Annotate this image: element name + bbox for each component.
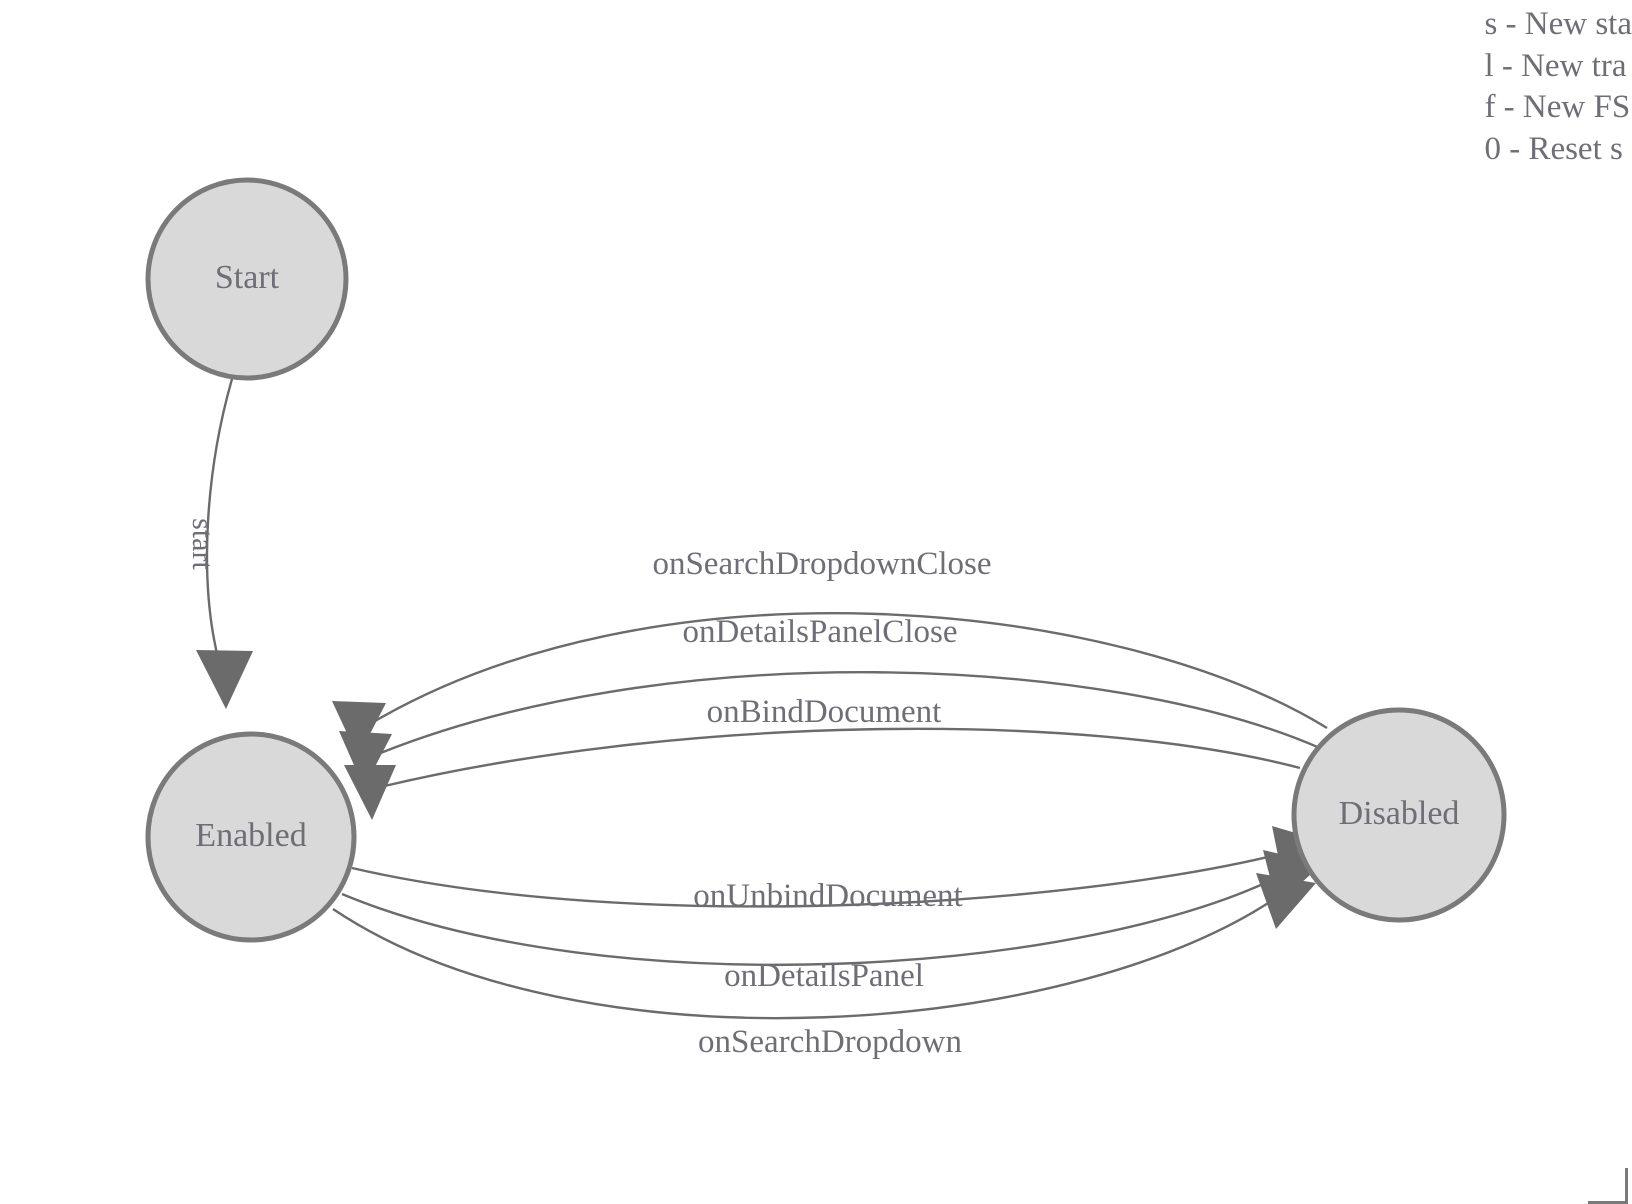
help-overlay: s - New sta l - New tra f - New FS 0 - R… [1484,0,1632,170]
node-enabled-circle[interactable] [145,731,357,943]
node-disabled[interactable]: Disabled [1291,707,1507,923]
edge-path-start[interactable] [205,378,234,663]
edge-disabled-enabled-bind[interactable] [344,727,1301,820]
edge-label-onbinddocument: onBindDocument [707,694,942,730]
edge-path-onunbinddocument[interactable] [351,848,1297,908]
edge-label-onsearchdropdown: onSearchDropdown [698,1024,962,1060]
arrowhead-onbinddocument [344,765,396,820]
edge-path-ondetailspanel[interactable] [341,870,1289,967]
edge-start-enabled[interactable] [196,378,253,709]
node-start-circle[interactable] [145,177,349,381]
arrowhead-onsearchdropdownclose [332,701,386,757]
node-disabled-circle[interactable] [1291,707,1507,923]
edge-enabled-disabled-search[interactable] [332,873,1316,1020]
edge-label-start: start [186,518,219,570]
node-disabled-label: Disabled [1339,795,1460,832]
edge-label-onunbinddocument: onUnbindDocument [693,878,962,914]
help-line-new-state: s - New sta [1484,6,1632,42]
edge-label-onsearchdropdownclose: onSearchDropdownClose [652,546,991,582]
arrowhead-onsearchdropdown [1256,873,1316,929]
edge-path-ondetailspanelclose[interactable] [365,671,1323,761]
node-enabled[interactable]: Enabled [145,731,357,943]
arrowhead-start-enabled [196,650,253,709]
edge-disabled-enabled-search-close[interactable] [332,612,1328,757]
node-enabled-label: Enabled [195,817,306,854]
corner-mark-horizontal [1588,1201,1628,1204]
help-line-new-transition: l - New tra [1484,47,1627,84]
help-line-new-fsm: f - New FS [1484,89,1631,126]
edge-disabled-enabled-details-close[interactable] [339,671,1323,788]
arrowhead-ondetailspanelclose [339,731,392,788]
help-line-reset: 0 - Reset s [1484,130,1623,167]
edge-label-ondetailspanel: onDetailsPanel [724,958,924,994]
corner-mark-vertical [1625,1168,1628,1204]
edge-path-onbinddocument[interactable] [371,727,1301,791]
edge-path-onsearchdropdown[interactable] [332,892,1284,1020]
node-start-label: Start [215,259,280,296]
edge-path-onsearchdropdownclose[interactable] [359,612,1328,732]
node-start[interactable]: Start [145,177,349,381]
edge-label-ondetailspanelclose: onDetailsPanelClose [683,614,958,650]
